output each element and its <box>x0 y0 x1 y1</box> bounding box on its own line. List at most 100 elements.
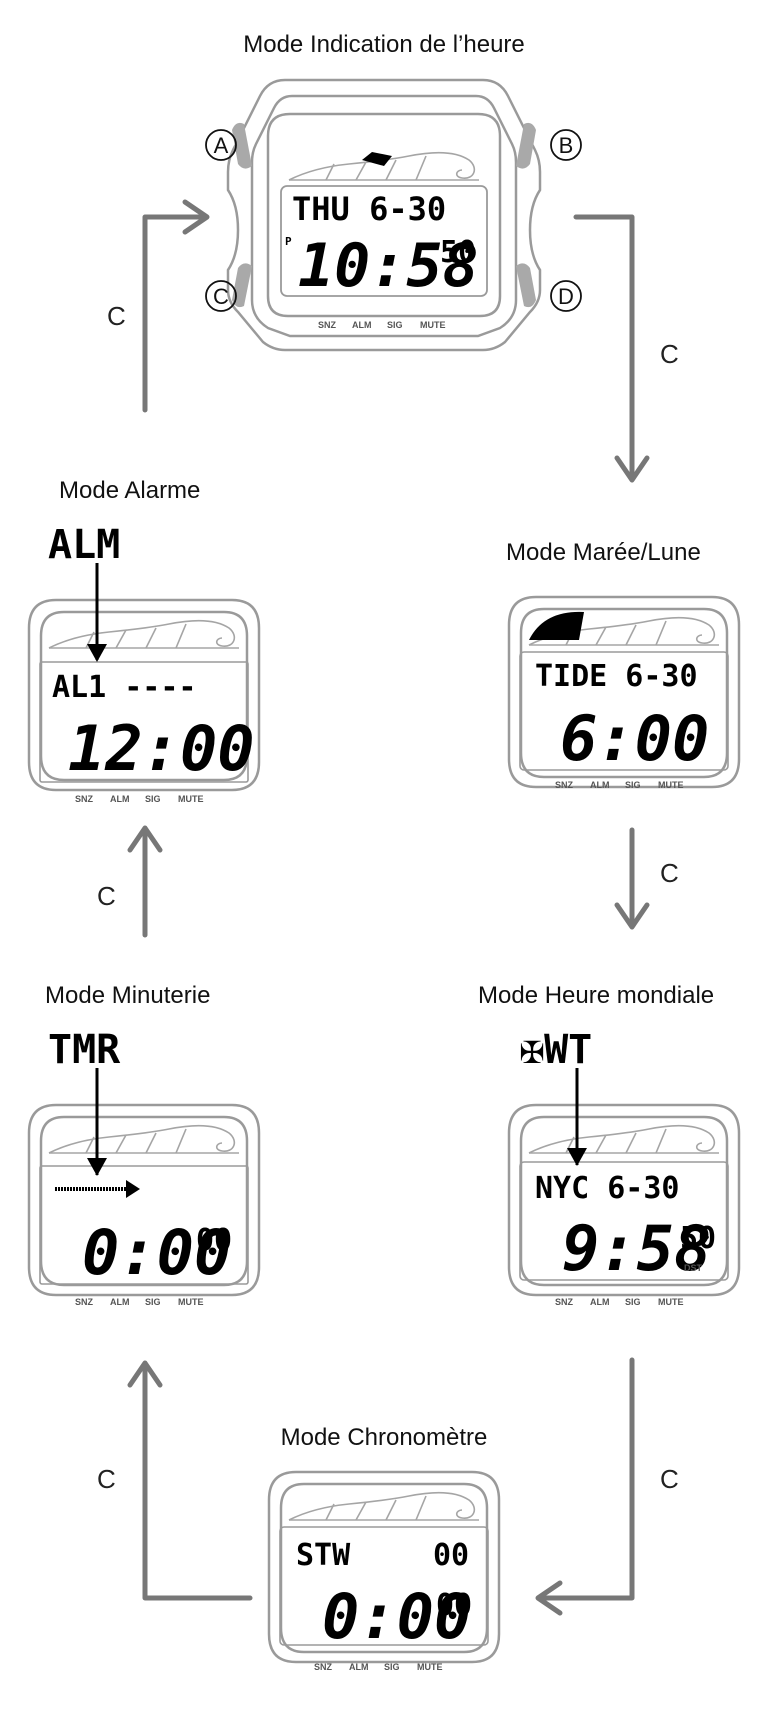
worldtime-top-line: NYC 6-30 <box>535 1171 680 1206</box>
flow-label-c: C <box>660 339 679 369</box>
arrow-stopwatch-to-timer <box>142 1362 253 1601</box>
timer-mode: Mode Minuterie TMR 0:00 00 SNZ ALM SIG M… <box>27 982 261 1307</box>
button-c-marker <box>205 280 237 312</box>
legend-sig: SIG <box>387 320 403 330</box>
legend-sig: SIG <box>625 780 641 790</box>
arrow-timekeeping-to-tide <box>573 214 635 481</box>
timer-seconds: 00 <box>196 1223 232 1258</box>
legend-alm: ALM <box>110 794 130 804</box>
legend-alm: ALM <box>352 320 372 330</box>
timer-mode-title: Mode Minuterie <box>45 982 210 1009</box>
button-b-marker <box>550 129 582 161</box>
timer-countdown-icon <box>126 1180 140 1198</box>
button-a[interactable] <box>232 122 252 169</box>
stopwatch-top-left: STW <box>296 1538 351 1573</box>
arrow-head <box>127 1360 163 1388</box>
button-a-label: A <box>214 133 229 158</box>
watch-face-ring <box>266 112 502 318</box>
flow-arrows: C C C C C C <box>97 199 679 1616</box>
legend-sig: SIG <box>145 794 161 804</box>
timekeeping-top-line: THU 6-30 <box>292 190 446 228</box>
alarm-mode-code: ALM <box>48 522 120 568</box>
alarm-time: 12:00 <box>68 712 255 785</box>
arrow-head <box>535 1580 563 1616</box>
arrow-alarm-to-timekeeping <box>142 214 208 413</box>
legend-mute: MUTE <box>178 1297 204 1307</box>
button-a-marker <box>205 129 237 161</box>
worldtime-seconds: 50 <box>680 1221 716 1256</box>
alarm-watch-face <box>27 598 261 792</box>
tide-top-line: TIDE 6-30 <box>535 659 698 694</box>
worldtime-mode-title: Mode Heure mondiale <box>478 982 714 1009</box>
legend-alm: ALM <box>590 1297 610 1307</box>
stopwatch-watch-face <box>267 1470 501 1664</box>
legend-sig: SIG <box>625 1297 641 1307</box>
timekeeping-time: 10:58 <box>298 231 479 301</box>
arrow-worldtime-to-stopwatch <box>537 1357 635 1601</box>
arrow-head <box>614 455 650 483</box>
legend-alm: ALM <box>590 780 610 790</box>
flow-label-c: C <box>97 1464 116 1494</box>
flow-label-c: C <box>660 858 679 888</box>
tide-time: 6:00 <box>560 702 709 775</box>
legend-mute: MUTE <box>658 1297 684 1307</box>
alarm-mode: Mode Alarme ALM AL1 ---- 12:00 SNZ ALM S… <box>27 477 261 804</box>
watch-case-inner <box>250 94 518 338</box>
button-b[interactable] <box>516 122 536 169</box>
button-d-label: D <box>558 284 574 309</box>
button-b-label: B <box>559 133 574 158</box>
legend-snz: SNZ <box>75 794 94 804</box>
button-c[interactable] <box>232 263 252 308</box>
timer-mode-code: TMR <box>48 1027 121 1073</box>
timekeeping-mode: Mode Indication de l’heure THU 6-30 P 10… <box>205 31 582 352</box>
legend-snz: SNZ <box>318 320 337 330</box>
alarm-mode-title: Mode Alarme <box>59 477 200 504</box>
legend-snz: SNZ <box>75 1297 94 1307</box>
legend-snz: SNZ <box>314 1662 333 1672</box>
pointer-head <box>87 1158 107 1176</box>
button-d-marker <box>550 280 582 312</box>
watch-lcd <box>280 185 488 297</box>
stopwatch-top-right: 00 <box>433 1538 469 1573</box>
worldtime-mode-code: ✠WT <box>520 1027 592 1073</box>
watch-case-outer <box>226 78 542 352</box>
main-watch: THU 6-30 P 10:58 50 SNZ ALM SIG MUTE A B… <box>205 78 582 352</box>
arrow-head <box>614 902 650 930</box>
tide-watch-face <box>507 595 741 789</box>
legend-snz: SNZ <box>555 780 574 790</box>
button-c-label: C <box>213 284 229 309</box>
flow-label-c: C <box>107 301 126 331</box>
legend-mute: MUTE <box>178 794 204 804</box>
timer-watch-face <box>27 1103 261 1297</box>
worldtime-watch-face <box>507 1103 741 1297</box>
stopwatch-mode: Mode Chronomètre STW 00 0:00 00 SNZ ALM … <box>267 1424 501 1672</box>
tide-mode-title: Mode Marée/Lune <box>506 539 701 566</box>
flow-label-c: C <box>97 881 116 911</box>
arrow-head <box>182 199 210 235</box>
legend-snz: SNZ <box>555 1297 574 1307</box>
pointer-head <box>567 1148 587 1166</box>
legend-sig: SIG <box>145 1297 161 1307</box>
timekeeping-mode-title: Mode Indication de l’heure <box>243 31 525 58</box>
timer-time: 0:00 <box>82 1216 231 1289</box>
flow-label-c: C <box>660 1464 679 1494</box>
legend-sig: SIG <box>384 1662 400 1672</box>
alarm-top-line: AL1 ---- <box>52 670 197 705</box>
legend-mute: MUTE <box>420 320 446 330</box>
stopwatch-time: 0:00 <box>322 1580 471 1653</box>
worldtime-mode: Mode Heure mondiale ✠WT NYC 6-30 9:58 50… <box>478 982 741 1307</box>
stopwatch-mode-title: Mode Chronomètre <box>281 1424 488 1451</box>
stopwatch-seconds: 00 <box>436 1588 472 1623</box>
timekeeping-seconds: 50 <box>440 235 476 270</box>
worldtime-time: 9:58 <box>562 1212 711 1285</box>
tide-mode: Mode Marée/Lune TIDE 6-30 6:00 SNZ ALM S… <box>506 539 741 790</box>
dst-indicator: DST <box>684 1263 703 1273</box>
legend-mute: MUTE <box>658 780 684 790</box>
pm-indicator: P <box>285 235 292 248</box>
legend-alm: ALM <box>110 1297 130 1307</box>
legend-alm: ALM <box>349 1662 369 1672</box>
button-d[interactable] <box>516 263 536 308</box>
pointer-head <box>87 644 107 662</box>
legend-mute: MUTE <box>417 1662 443 1672</box>
